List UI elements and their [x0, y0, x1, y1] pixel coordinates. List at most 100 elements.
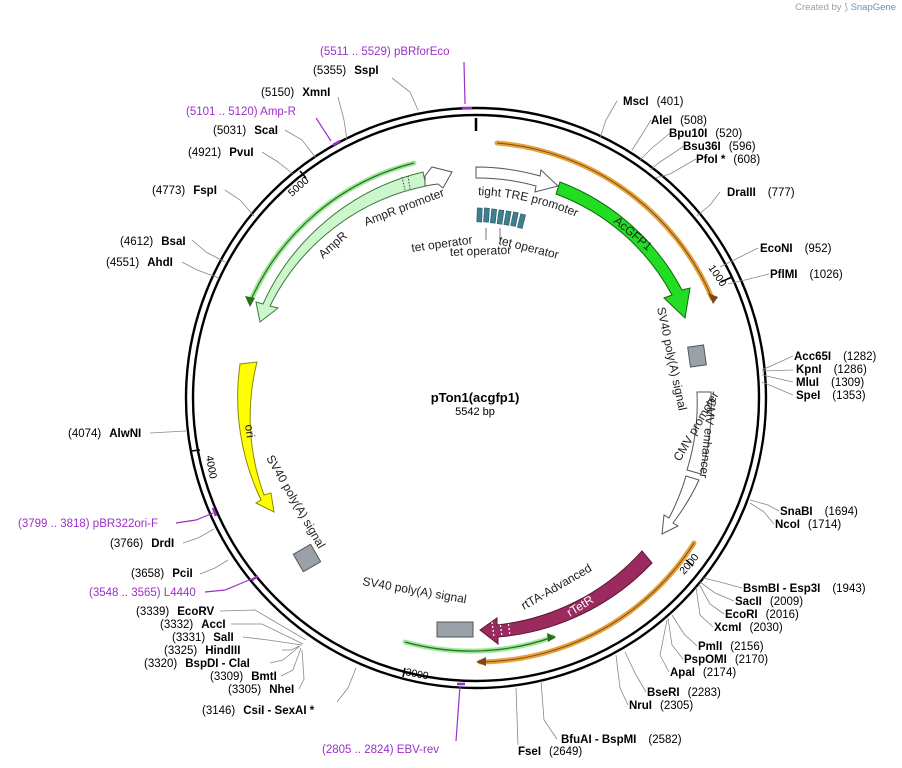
enz-name-nrui: NruI [629, 700, 652, 712]
enz-name-pspomi: PspOMI [684, 654, 727, 666]
svg-text:(3332)AccI: (3332) AccI [160, 619, 226, 631]
enz-pos-pflmi: (1026) [809, 269, 842, 281]
enz-pos-alwni: (4074) [68, 428, 101, 440]
svg-text:PmlI(2156): PmlI(2156) [698, 641, 764, 653]
svg-text:(3320)BspDI - ClaI: (3320) BspDI - ClaI [144, 658, 250, 670]
enz-pos-spei: (1353) [832, 390, 865, 402]
enz-name-sacii: SacII [735, 596, 762, 608]
enz-name-bsai: BsaI [161, 236, 185, 248]
enz-name-bsu36i: Bsu36I [683, 141, 721, 153]
ruler-ticks [190, 170, 733, 678]
enz-pos-csii: (3146) [202, 705, 235, 717]
svg-text:SacII(2009): SacII(2009) [735, 596, 803, 608]
svg-text:SpeI(1353): SpeI (1353) [796, 390, 866, 402]
svg-text:NruI(2305): NruI (2305) [629, 700, 693, 712]
enz-pos-pfoi: (608) [733, 154, 760, 166]
ori-label: ori [242, 423, 258, 438]
enz-name-acc65i: Acc65I [794, 351, 831, 363]
enz-pos-kpni: (1286) [834, 364, 867, 376]
svg-text:(4074)AlwNI: (4074)AlwNI [68, 428, 141, 440]
enz-pos-bseri: (2283) [688, 687, 721, 699]
svg-text:(3325)HindIII: (3325)HindIII [164, 645, 240, 657]
enz-name-nhei: NheI [269, 684, 294, 696]
cmv-enhancer-box [686, 391, 712, 475]
orf-rtta-arrow-icon [476, 657, 486, 666]
enz-pos-bsmbi: (1943) [832, 583, 865, 595]
enz-pos-sali: (3331) [172, 632, 205, 644]
enz-pos-bsu36i: (596) [729, 141, 756, 153]
enz-pos-nrui: (2305) [660, 700, 693, 712]
svg-text:PflMI(1026): PflMI(1026) [770, 269, 843, 281]
svg-text:PspOMI(2170): PspOMI (2170) [684, 654, 768, 666]
acgfp1-feature-arrow [555, 181, 691, 320]
enz-pos-ecorv: (3339) [136, 606, 169, 618]
enz-pos-pmli: (2156) [730, 641, 763, 653]
enz-pos-pspomi: (2170) [735, 654, 768, 666]
enz-name-fsei: FseI [518, 746, 541, 758]
svg-text:(5355)SspI: (5355) SspI [313, 65, 379, 77]
enz-pos-acci: (3332) [160, 619, 193, 631]
svg-text:ApaI(2174): ApaI(2174) [670, 667, 736, 679]
enz-name-snabi: SnaBI [780, 506, 813, 518]
enz-pos-bspdi: (3320) [144, 658, 177, 670]
svg-text:(3146)CsiI - SexAI *: (3146) CsiI - SexAI * [202, 705, 315, 717]
enz-pos-bpu10i: (520) [715, 128, 742, 140]
enz-name-pcii: PciI [172, 568, 192, 580]
svg-text:(5150)XmnI: (5150)XmnI [261, 87, 330, 99]
primer-ebv-rev: (2805 .. 2824) EBV-rev [322, 744, 439, 756]
svg-text:(3766)DrdI: (3766)DrdI [110, 538, 174, 550]
sv40-polya-label-bottom: SV40 poly(A) signal [361, 574, 467, 606]
enz-name-sspi: SspI [354, 65, 378, 77]
enz-pos-fspi: (4773) [152, 185, 185, 197]
orf-track-acgfp1 [494, 140, 715, 301]
enz-name-acci: AccI [201, 619, 225, 631]
snapgene-logo-icon: ⟆ [844, 2, 848, 13]
svg-text:SnaBI(1694): SnaBI(1694) [780, 506, 858, 518]
enz-pos-msci: (401) [657, 96, 684, 108]
svg-text:EcoNI(952): EcoNI(952) [760, 243, 832, 255]
enz-pos-sspi: (5355) [313, 65, 346, 77]
svg-text:(4612)BsaI: (4612)BsaI [120, 236, 186, 248]
svg-text:Acc65I(1282): Acc65I(1282) [794, 351, 877, 363]
sv40-polya-box-right [687, 344, 707, 368]
enz-name-drdi: DrdI [151, 538, 174, 550]
svg-text:(3305)NheI: (3305)NheI [228, 684, 294, 696]
backbone-inner-strand [191, 113, 761, 683]
backbone-outer-strand [184, 106, 768, 690]
svg-text:(4773)FspI: (4773)FspI [152, 185, 217, 197]
plasmid-length: 5542 bp [455, 406, 495, 418]
enz-name-bspdi: BspDI - ClaI [185, 658, 250, 670]
ampr-feature-arrow [255, 171, 427, 323]
orf-rtta-small-arrow-icon [547, 633, 556, 642]
primer-pbr322ori-f: (3799 .. 3818) pBR322ori-F [18, 518, 158, 530]
ampr-stripes [401, 175, 411, 191]
enz-name-sali: SalI [213, 632, 233, 644]
cmv-promoter-arrow [661, 475, 700, 535]
enz-name-csii: CsiI - SexAI * [243, 705, 314, 717]
enz-pos-ahdi: (4551) [106, 257, 139, 269]
enz-name-ncoi: NcoI [775, 519, 800, 531]
enz-pos-alei: (508) [680, 115, 707, 127]
tick-3000: 3000 [404, 666, 429, 682]
enzyme-labels-right: MscI(401) AleI(508) Bpu10I(520) Bsu36I(5… [518, 96, 877, 758]
enz-pos-xcmi: (2030) [750, 622, 783, 634]
svg-text:BsmBI - Esp3I(1943): BsmBI - Esp3I(1943) [743, 583, 866, 595]
enzyme-leader-lines [149, 77, 794, 746]
credit-brand: SnapGene [850, 2, 896, 13]
enz-name-bpu10i: Bpu10I [669, 128, 707, 140]
enz-pos-scai: (5031) [213, 125, 246, 137]
enz-name-mlui: MluI [796, 377, 819, 389]
svg-text:(3331)SalI: (3331) SalI [172, 632, 234, 644]
enz-name-kpni: KpnI [796, 364, 822, 376]
enz-name-hindiii: HindIII [205, 645, 240, 657]
enz-name-bmti: BmtI [251, 671, 277, 683]
enz-pos-draiii: (777) [768, 187, 795, 199]
enz-name-spei: SpeI [796, 390, 820, 402]
svg-text:MluI(1309): MluI(1309) [796, 377, 864, 389]
tet-operator-label-3: tet operator [450, 243, 512, 259]
svg-text:FseI(2649): FseI(2649) [518, 746, 582, 758]
enz-pos-pvui: (4921) [188, 147, 221, 159]
enz-pos-bmti: (3309) [210, 671, 243, 683]
orf-track-rtta-small-line [404, 636, 554, 652]
svg-text:DraIII(777): DraIII(777) [727, 187, 795, 199]
